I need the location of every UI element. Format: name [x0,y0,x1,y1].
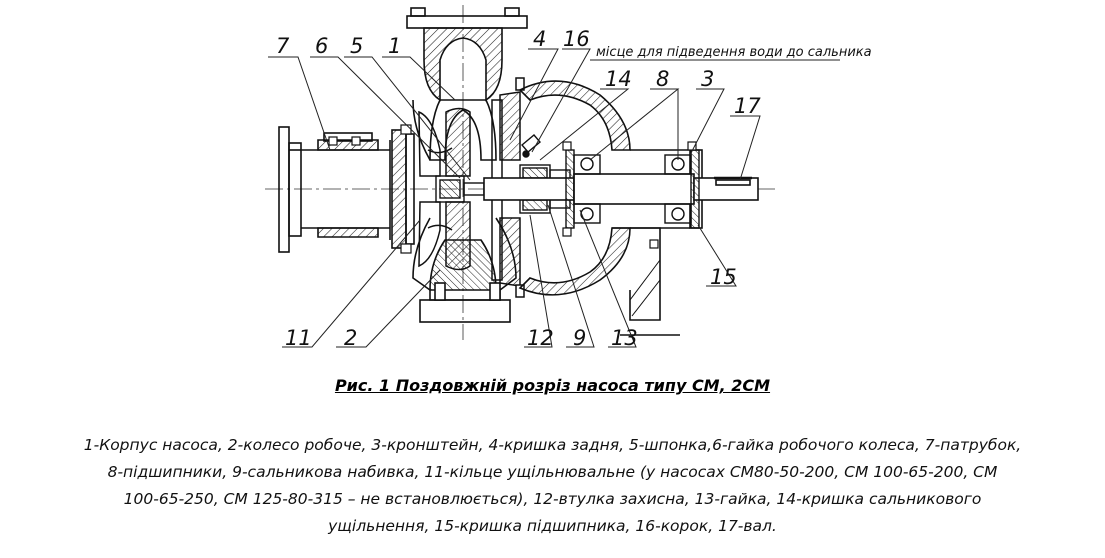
figure-title: Рис. 1 Поздовжній розріз насоса типу СМ,… [334,376,771,395]
callout-17: 17 [734,94,761,118]
callout-3: 3 [701,67,714,91]
callout-4: 4 [533,27,546,51]
legend-line: 1-Корпус насоса, 2-колесо робоче, 3-крон… [83,436,1022,454]
rear-cover [491,77,525,298]
callout-1: 1 [388,34,401,58]
callout-15: 15 [710,265,737,289]
callout-13: 13 [611,326,638,350]
callout-5: 5 [350,34,363,58]
legend-line: 100-65-250, СМ 125-80-315 – не встановлю… [123,490,982,508]
callout-12: 12 [527,326,554,350]
impeller-nut [435,175,485,203]
callout-9: 9 [573,326,586,350]
inlet-branch-pipe [278,126,415,253]
callout-11: 11 [285,326,312,350]
callout-2: 2 [344,326,357,350]
bearing-bracket [518,80,703,336]
legend-line: 8-підшипники, 9-сальникова набивка, 11-к… [107,463,998,481]
water-supply-note: місце для підведення води до сальника [596,45,872,60]
callout-6: 6 [315,34,328,58]
callout-leader-lines [268,48,840,348]
figure-caption: Рис. 1 Поздовжній розріз насоса типу СМ,… [0,376,1105,395]
parts-legend: 1-Корпус насоса, 2-колесо робоче, 3-крон… [30,432,1075,540]
impeller [418,107,471,271]
pump-cross-section-drawing: 7 6 5 1 4 16 14 8 3 17 11 2 12 9 13 15 м… [265,5,872,350]
callout-8: 8 [656,67,669,91]
shaft [483,173,759,205]
callout-numbers: 7 6 5 1 4 16 14 8 3 17 11 2 12 9 13 15 [276,27,761,350]
callout-14: 14 [605,67,632,91]
legend-line: ущільнення, 15-кришка підшипника, 16-кор… [328,517,777,535]
callout-7: 7 [276,34,290,58]
callout-16: 16 [563,27,590,51]
